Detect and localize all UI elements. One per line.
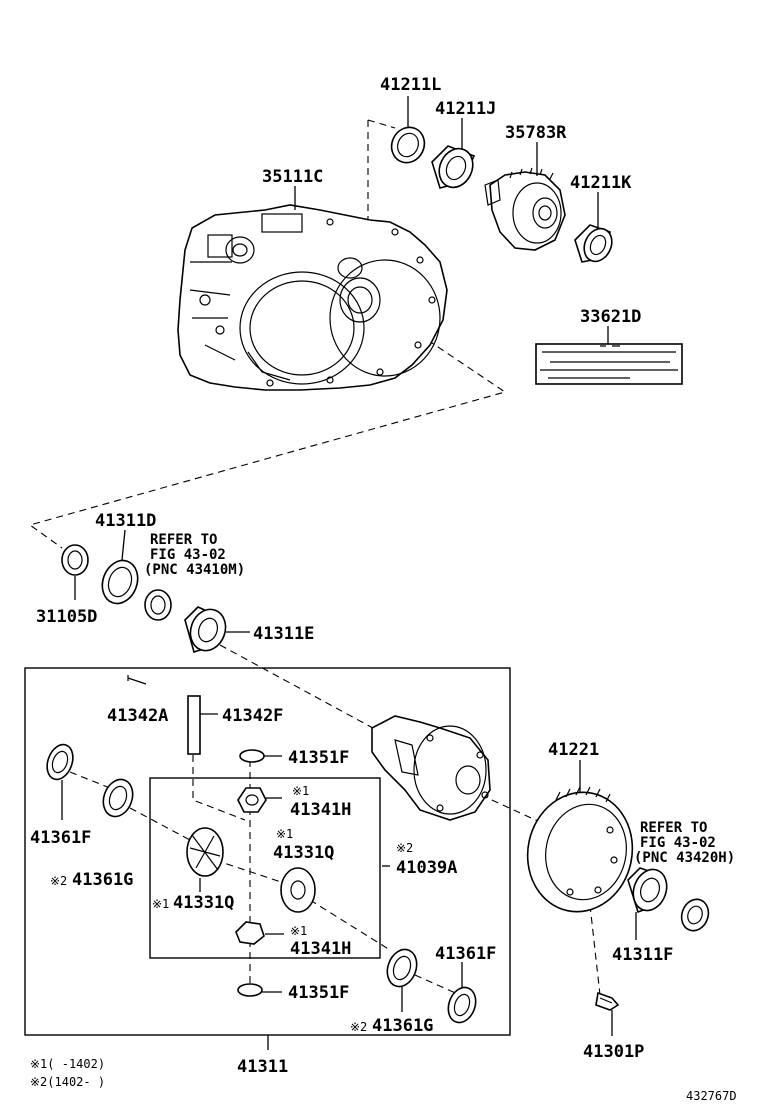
label-41211J: 41211J — [435, 99, 496, 119]
label-41361F-left: 41361F — [30, 828, 91, 848]
pin-41342A — [127, 675, 147, 685]
label-41301P: 41301P — [583, 1042, 644, 1062]
label-41341H-top: 41341H — [290, 800, 351, 820]
label-31105D: 31105D — [36, 607, 97, 627]
refer-left-line1: REFER TO — [150, 532, 217, 548]
refer-left-line2: FIG 43-02 — [150, 547, 226, 563]
label-35783R: 35783R — [505, 123, 567, 143]
label-41311F: 41311F — [612, 945, 673, 965]
mark-1-side-gear: ※1 — [276, 827, 293, 841]
transaxle-case — [177, 204, 448, 391]
pinion-sub-box — [149, 777, 381, 959]
mark-2-shim-left: ※2 — [50, 874, 67, 888]
mark-1-side-gear-left: ※1 — [152, 897, 169, 911]
drive-gear-35783R — [484, 167, 566, 251]
bolt-41301P — [595, 991, 620, 1011]
label-41351F-bottom: 41351F — [288, 983, 349, 1003]
bearing-41211K — [574, 224, 613, 263]
shaft-41342F — [187, 695, 201, 755]
legend: ※1( -1402) ※2(1402- ) — [30, 1057, 105, 1089]
legend-line2: ※2(1402- ) — [30, 1075, 105, 1089]
label-41351F-top: 41351F — [288, 748, 349, 768]
side-gear-41331Q-left — [186, 827, 224, 877]
legend-line1: ※1( -1402) — [30, 1057, 105, 1071]
seal-ref-43420H — [680, 898, 710, 932]
refer-note-left: REFER TO FIG 43-02 (PNC 43410M) — [144, 532, 245, 578]
label-41361G-right: 41361G — [372, 1016, 433, 1036]
pinion-41341H-bottom — [235, 921, 265, 945]
washer-41351F-top — [239, 749, 265, 763]
part-labels: 41211L 41211J 35783R 41211K 35111C 33621… — [30, 75, 673, 1077]
label-41311E: 41311E — [253, 624, 314, 644]
label-41341H-bottom: 41341H — [290, 939, 351, 959]
seal-ref-43410M — [144, 589, 172, 621]
differential-case — [371, 715, 491, 821]
refer-left-line3: (PNC 43410M) — [144, 562, 245, 578]
label-41311D: 41311D — [95, 511, 156, 531]
shim-41361G-right — [386, 948, 418, 988]
label-41211L: 41211L — [380, 75, 441, 95]
figure-id: 432767D — [686, 1089, 737, 1103]
shim-41361G-left — [102, 778, 134, 818]
label-35111C: 35111C — [262, 167, 323, 187]
mark-2-case: ※2 — [396, 841, 413, 855]
bearing-41211J — [431, 145, 476, 189]
label-41039A: 41039A — [396, 858, 457, 878]
label-41211K: 41211K — [570, 173, 632, 193]
mark-2-shim-right: ※2 — [350, 1020, 367, 1034]
refer-note-right: REFER TO FIG 43-02 (PNC 43420H) — [634, 820, 735, 866]
pinion-41341H-top — [237, 787, 267, 813]
mark-1-top-pinion: ※1 — [292, 784, 309, 798]
leader-lines — [61, 96, 637, 1050]
caution-plate-33621D — [535, 343, 683, 385]
assembly-dash-lines — [28, 119, 601, 996]
side-gear-41331Q-right — [280, 867, 316, 913]
label-41342A: 41342A — [107, 706, 168, 726]
washer-41361F-left — [46, 743, 74, 781]
washer-41351F-bottom — [237, 983, 263, 997]
ring-gear-41221 — [526, 786, 634, 913]
refer-right-line2: FIG 43-02 — [640, 835, 716, 851]
label-41221: 41221 — [548, 740, 599, 760]
refer-right-line3: (PNC 43420H) — [634, 850, 735, 866]
seal-31105D — [61, 544, 89, 576]
bearing-41311E — [184, 606, 227, 654]
shim-41311D — [101, 559, 139, 605]
refer-right-line1: REFER TO — [640, 820, 707, 836]
label-41311: 41311 — [237, 1057, 288, 1077]
label-41342F: 41342F — [222, 706, 283, 726]
bearing-41311F — [627, 867, 668, 914]
label-41331Q-left: 41331Q — [173, 893, 234, 913]
label-33621D: 33621D — [580, 307, 641, 327]
washer-41361F-right — [447, 986, 477, 1024]
mark-1-bottom-pinion: ※1 — [290, 924, 307, 938]
label-41331Q-right: 41331Q — [273, 843, 334, 863]
label-41361F-right: 41361F — [435, 944, 496, 964]
label-41361G-left: 41361G — [72, 870, 133, 890]
oil-seal-41211L — [390, 126, 426, 164]
